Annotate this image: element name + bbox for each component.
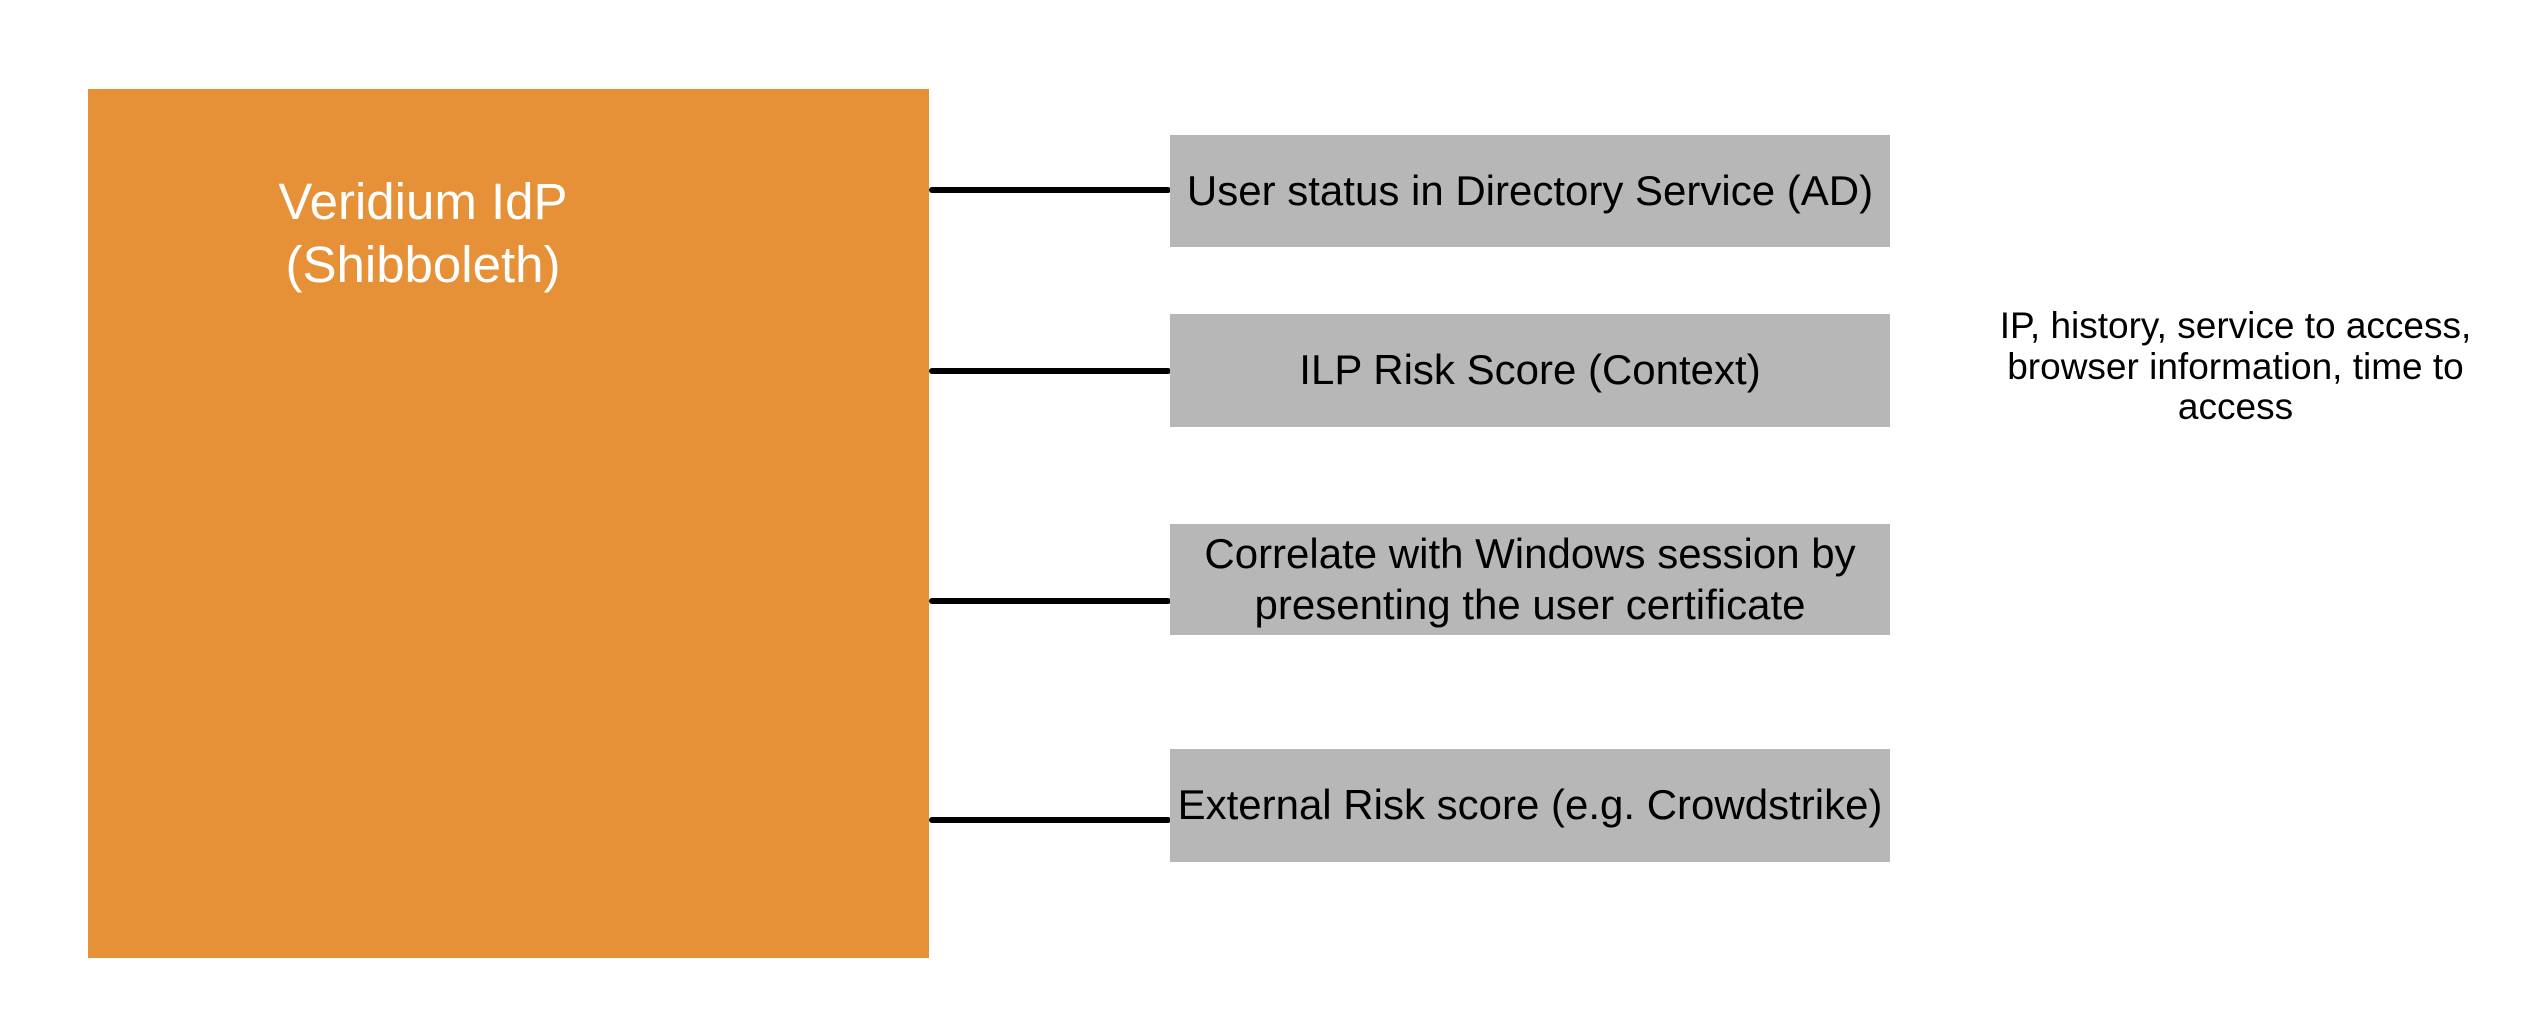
factor-box-ilp-risk[interactable]: ILP Risk Score (Context) [1170,314,1890,427]
connector-line-ilp-risk[interactable] [929,368,1171,374]
factor-box-user-status[interactable]: User status in Directory Service (AD) [1170,135,1890,247]
connector-line-user-status[interactable] [929,187,1171,193]
factor-box-correlate-session-label: Correlate with Windows session by presen… [1204,530,1856,628]
factor-box-external-risk[interactable]: External Risk score (e.g. Crowdstrike) [1170,749,1890,862]
veridium-idp-label: Veridium IdP (Shibboleth) [123,170,723,296]
factor-box-ilp-risk-label: ILP Risk Score (Context) [1299,346,1761,394]
veridium-idp-label-line1: Veridium IdP [278,173,568,230]
factor-box-correlate-session[interactable]: Correlate with Windows session by presen… [1170,524,1890,635]
veridium-idp-label-line2: (Shibboleth) [285,236,561,293]
context-side-note[interactable]: IP, history, service to access, browser … [1999,305,2472,428]
veridium-idp-shape[interactable]: Veridium IdP (Shibboleth) [88,89,929,958]
connector-line-external-risk[interactable] [929,817,1171,823]
factor-box-external-risk-label: External Risk score (e.g. Crowdstrike) [1177,781,1883,829]
connector-line-correlate-session[interactable] [929,598,1171,604]
factor-box-user-status-label: User status in Directory Service (AD) [1186,166,1874,214]
